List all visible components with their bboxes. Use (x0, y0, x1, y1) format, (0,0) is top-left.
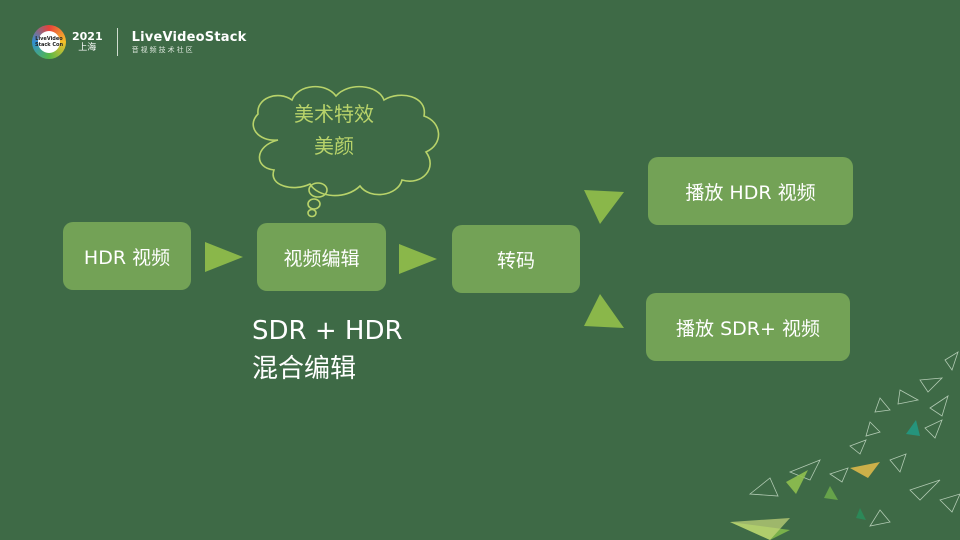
node-transcode-label: 转码 (496, 249, 535, 272)
event-year-city: 2021 上海 (72, 30, 103, 54)
node-play-sdr: 播放 SDR+ 视频 (646, 293, 850, 361)
node-transcode: 转码 (452, 225, 580, 293)
thought-bubble-text: 美术特效 美颜 (274, 98, 394, 162)
event-year: 2021 (72, 30, 103, 43)
logo-mark-text-2: Stack Con (34, 42, 64, 48)
node-play-hdr: 播放 HDR 视频 (648, 157, 853, 225)
brand-subtitle: 音视频技术社区 (131, 45, 195, 54)
node-hdr-video-label: HDR 视频 (83, 246, 171, 269)
mixed-edit-note: SDR + HDR 混合编辑 (252, 312, 403, 388)
arrow-right-icon (205, 242, 243, 272)
logo-divider (116, 28, 118, 56)
brand-name: LiveVideoStack (131, 29, 247, 45)
event-logo: LiveVideo Stack Con 2021 上海 LiveVideoSta… (32, 24, 247, 60)
note-line-1: SDR + HDR (252, 316, 403, 346)
bubble-line-beauty: 美颜 (314, 134, 354, 158)
node-video-edit-label: 视频编辑 (283, 247, 360, 270)
logo-mark-icon: LiveVideo Stack Con (32, 25, 66, 59)
thought-cloud-icon (252, 85, 440, 218)
arrow-up-right-icon (584, 190, 624, 224)
arrow-down-right-icon (584, 294, 624, 328)
decorative-triangles (730, 351, 960, 540)
event-city: 上海 (78, 43, 97, 53)
arrow-right-icon (399, 244, 437, 274)
node-video-edit: 视频编辑 (257, 223, 386, 291)
logo-mark-text-1: LiveVideo (35, 36, 63, 42)
brand-logo: LiveVideoStack 音视频技术社区 (132, 30, 247, 55)
node-hdr-video: HDR 视频 (63, 222, 191, 290)
bubble-line-effects: 美术特效 (294, 102, 374, 126)
note-line-2: 混合编辑 (252, 354, 357, 384)
node-play-hdr-label: 播放 HDR 视频 (685, 181, 816, 204)
node-play-sdr-label: 播放 SDR+ 视频 (676, 317, 820, 340)
